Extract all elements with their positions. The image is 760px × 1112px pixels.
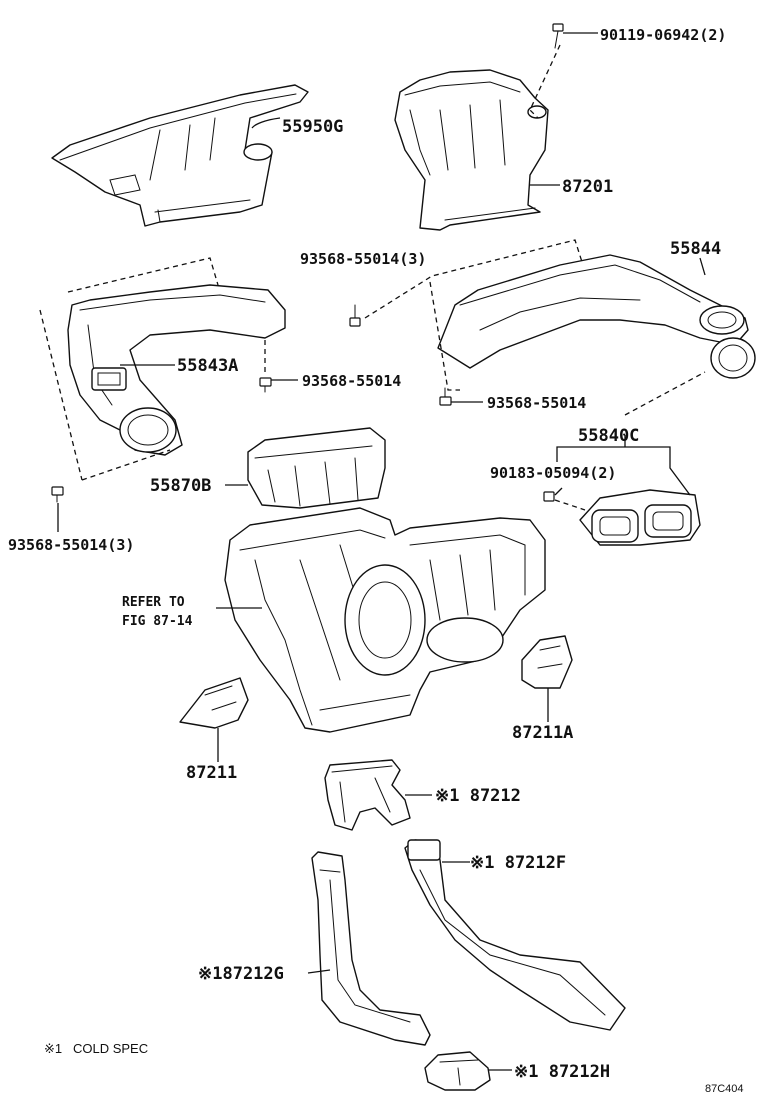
label-87212h: ※1 87212H [514,1062,610,1082]
label-93568-55014-b: 93568-55014 [487,394,586,412]
label-55950g: 55950G [282,117,343,137]
footnote-cold-spec: ※1 COLD SPEC [44,1041,148,1056]
part-87212g-drawing [311,851,431,1046]
screw-icon [349,304,361,327]
part-55950g-drawing [51,84,309,227]
label-87201: 87201 [562,177,613,197]
bolt-icon [259,377,272,393]
part-55843a-drawing [39,257,286,481]
label-55870b: 55870B [150,476,211,496]
hvac-unit-drawing [224,507,546,733]
part-87201-drawing [394,23,564,231]
label-90183-05094: 90183-05094(2) [490,464,616,482]
label-55844: 55844 [670,239,721,259]
part-87212h-drawing [424,1051,491,1091]
clip-icon [543,491,555,502]
figure-code: 87C404 [705,1083,744,1095]
label-93568-55014-3-upper: 93568-55014(3) [300,250,426,268]
label-93568-55014-a: 93568-55014 [302,372,401,390]
label-87211a: 87211A [512,723,573,743]
label-55840c: 55840C [578,426,639,446]
bolt-icon [439,387,452,406]
label-87212f: ※1 87212F [470,853,566,873]
bolt-icon [51,486,64,503]
leader-lines [57,32,706,1071]
part-55844-drawing [349,239,756,416]
refer-to-line2: FIG 87-14 [122,614,193,629]
screw-icon [552,23,564,49]
part-87212f-drawing [404,839,626,1031]
part-87212-drawing [324,759,411,831]
label-87211: 87211 [186,763,237,783]
part-87211a-drawing [521,635,573,689]
label-93568-55014-3-lower: 93568-55014(3) [8,536,134,554]
label-55843a: 55843A [177,356,238,376]
label-90119-06942: 90119-06942(2) [600,26,726,44]
refer-to-line1: REFER TO [122,595,185,610]
part-55870b-drawing [247,427,386,509]
label-87212: ※1 87212 [435,786,521,806]
label-87212g: ※187212G [198,964,284,984]
part-87211-drawing [179,677,249,729]
part-55840c-drawing [543,489,701,546]
